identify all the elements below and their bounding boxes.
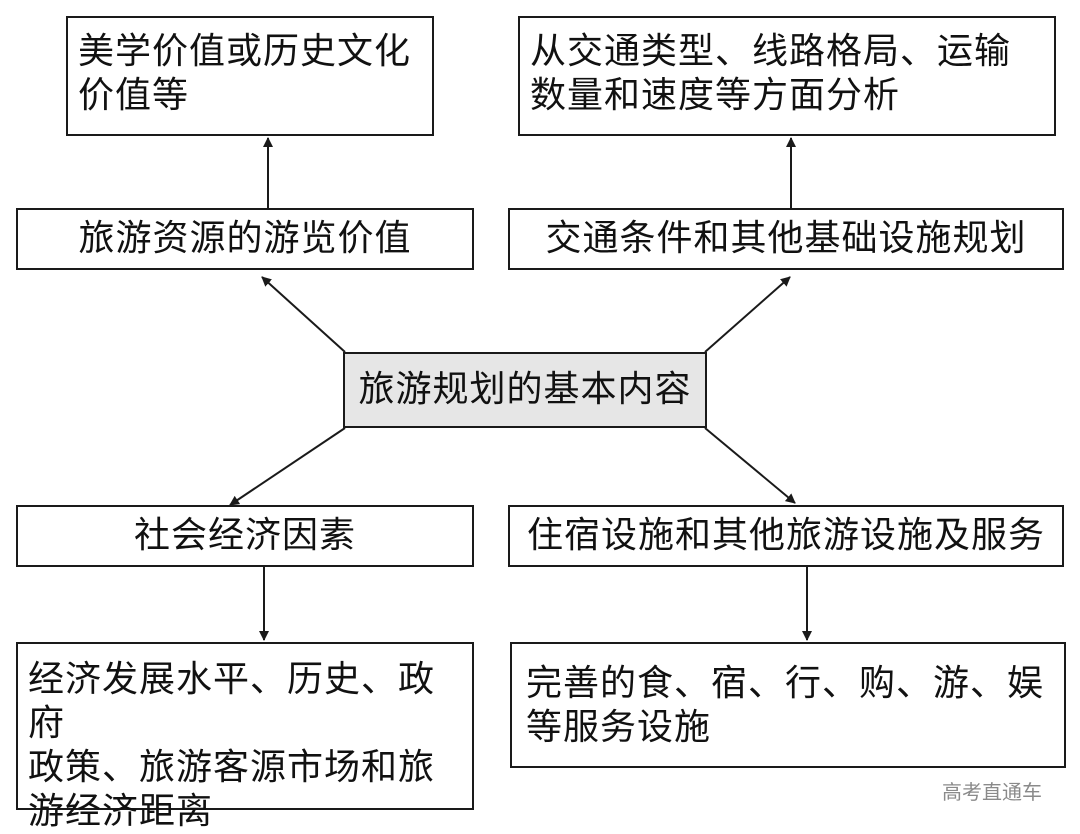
- aesthetic-value-box: 美学价值或历史文化 价值等: [66, 16, 434, 136]
- center-topic-box: 旅游规划的基本内容: [343, 352, 707, 428]
- service-details-line-1: 完善的食、宿、行、购、游、娱: [526, 663, 1045, 704]
- accommodation-label: 住宿设施和其他旅游设施及服务: [526, 515, 1045, 556]
- transport-analysis-box: 从交通类型、线路格局、运输 数量和速度等方面分析: [518, 16, 1056, 136]
- aesthetic-value-line-1: 美学价值或历史文化: [78, 31, 412, 72]
- watermark: 高考直通车: [942, 780, 1042, 804]
- center-topic-label: 旅游规划的基本内容: [358, 369, 692, 410]
- transport-box: 交通条件和其他基础设施规划: [508, 208, 1064, 270]
- arrow-center-to-socio-economic: [229, 427, 346, 506]
- socio-economic-label: 社会经济因素: [133, 515, 356, 556]
- socio-economic-box: 社会经济因素: [16, 505, 474, 567]
- arrow-center-to-accommodation: [704, 427, 796, 504]
- economic-details-line-3: 游经济距离: [28, 791, 214, 832]
- arrow-center-to-tourism-resource: [261, 276, 346, 353]
- transport-analysis-line-1: 从交通类型、线路格局、运输: [530, 31, 1012, 72]
- tourism-resource-label: 旅游资源的游览价值: [78, 218, 412, 259]
- transport-analysis-line-2: 数量和速度等方面分析: [530, 75, 901, 116]
- accommodation-box: 住宿设施和其他旅游设施及服务: [508, 505, 1064, 567]
- economic-details-box: 经济发展水平、历史、政府 政策、旅游客源市场和旅 游经济距离: [16, 642, 474, 832]
- service-details-box: 完善的食、宿、行、购、游、娱 等服务设施: [510, 642, 1066, 768]
- tourism-resource-box: 旅游资源的游览价值: [16, 208, 474, 270]
- service-details-line-2: 等服务设施: [526, 707, 712, 748]
- arrow-center-to-transport: [704, 276, 791, 353]
- economic-details-line-1: 经济发展水平、历史、政府: [28, 659, 436, 744]
- economic-details-line-2: 政策、旅游客源市场和旅: [28, 747, 436, 788]
- transport-label: 交通条件和其他基础设施规划: [545, 218, 1027, 259]
- aesthetic-value-line-2: 价值等: [78, 75, 190, 116]
